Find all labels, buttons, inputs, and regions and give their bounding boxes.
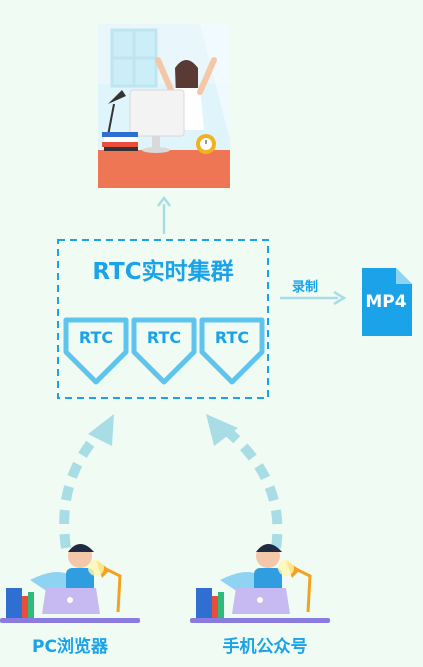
record-arrow bbox=[280, 290, 347, 306]
rtc-cluster-box bbox=[57, 239, 269, 399]
rtc-node-label: RTC bbox=[78, 328, 114, 347]
arrow-from-pc bbox=[59, 414, 114, 549]
pc-browser-label: PC浏览器 bbox=[32, 637, 108, 657]
mobile-official-account-label: 手机公众号 bbox=[222, 637, 308, 657]
cluster-title: RTC实时集群 bbox=[92, 259, 234, 285]
mp4-file-icon bbox=[362, 268, 412, 336]
record-label: 录制 bbox=[292, 280, 319, 295]
arrow-from-mobile bbox=[206, 414, 283, 549]
rtc-node-label: RTC bbox=[214, 328, 250, 347]
rtc-node-1 bbox=[63, 317, 129, 385]
rtc-node-label: RTC bbox=[146, 328, 182, 347]
rtc-node-3 bbox=[199, 317, 265, 385]
rtc-node-2 bbox=[131, 317, 197, 385]
pc-client-illustration bbox=[0, 544, 140, 623]
arrow-to-viewer bbox=[157, 195, 171, 234]
viewer-illustration bbox=[98, 24, 230, 188]
mp4-label: MP4 bbox=[365, 292, 407, 312]
mobile-client-illustration bbox=[190, 544, 330, 623]
